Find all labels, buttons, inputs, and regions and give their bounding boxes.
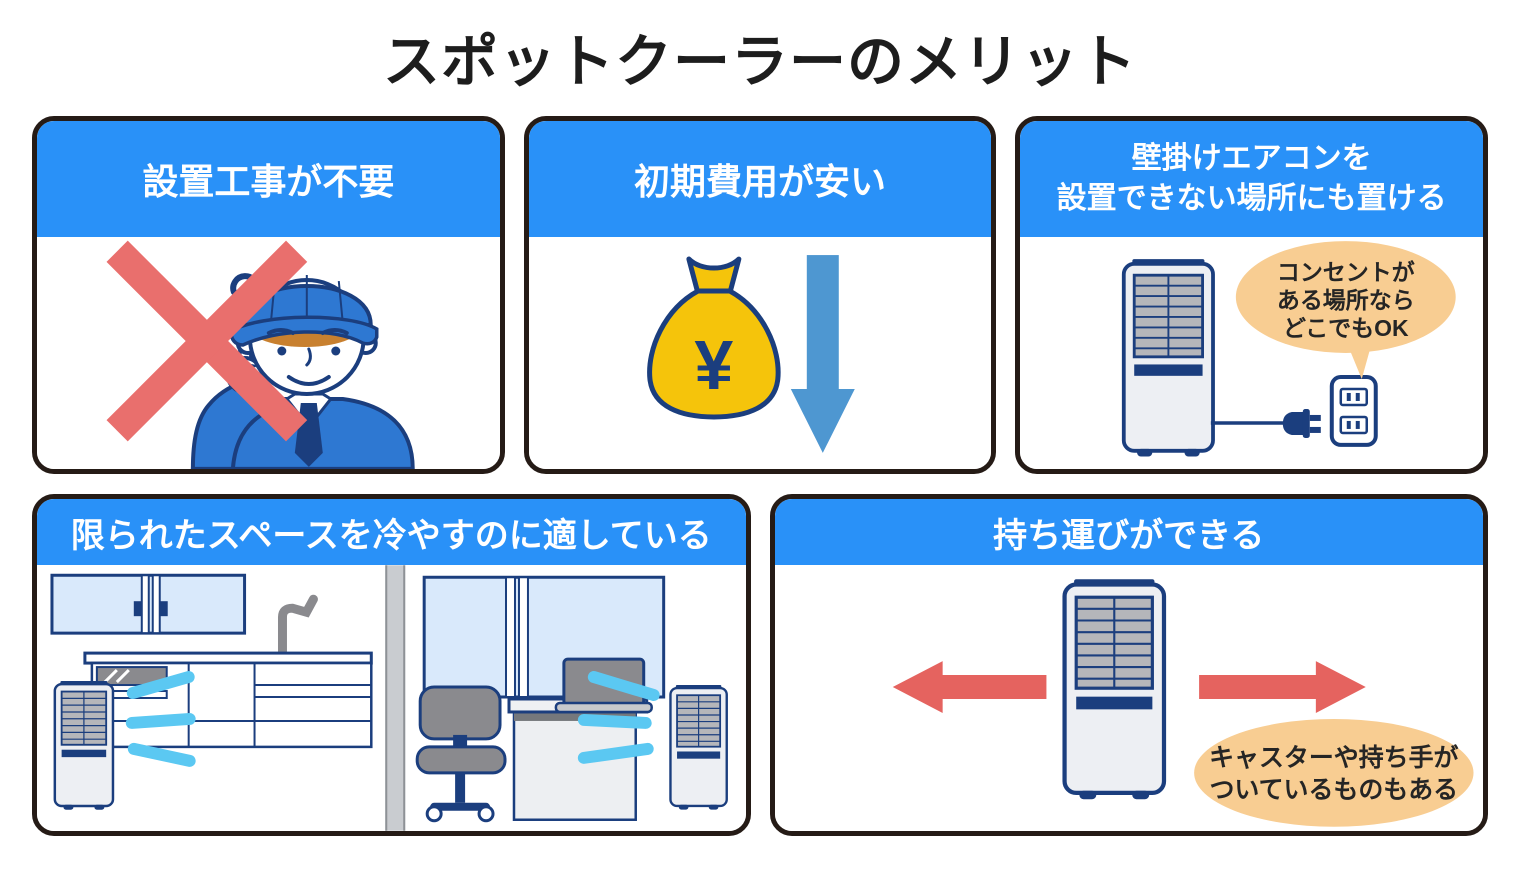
divider-wall: [385, 565, 406, 831]
outlet-icon: [1330, 374, 1379, 447]
portability-illustration: キャスターや持ち手が ついているものもある: [892, 565, 1474, 827]
worker-illustration: [106, 240, 415, 469]
card-title: 設置工事が不要: [37, 121, 500, 237]
card-title: 初期費用が安い: [528, 121, 992, 237]
spot-cooler-icon: [1064, 579, 1163, 799]
cards-container: 設置工事が不要: [0, 116, 1520, 836]
no-cross-icon: [106, 240, 308, 442]
card-low-initial-cost: 初期費用が安い ¥: [523, 116, 997, 474]
spot-cooler-icon: [1122, 257, 1216, 459]
card-title-line1: 壁掛けエアコンを: [1131, 141, 1372, 175]
top-row: 設置工事が不要: [32, 116, 1489, 474]
card-title-line2: 設置できない場所にも置ける: [1056, 182, 1447, 215]
faucet: [277, 594, 318, 658]
power-plug-icon: [1283, 408, 1322, 438]
card-body: ¥: [528, 237, 992, 469]
card-limited-space: 限られたスペースを冷やすのに適している: [32, 494, 751, 836]
outlet-illustration: コンセントが ある場所なら どこでもOK: [1122, 241, 1457, 459]
kitchen-scene: [50, 573, 373, 811]
card-place-anywhere: 壁掛けエアコンを 設置できない場所にも置ける: [1015, 116, 1489, 474]
bubble-line1: コンセントが: [1277, 259, 1415, 285]
cool-air-streams: [125, 671, 196, 767]
bottom-row: 限られたスペースを冷やすのに適している: [32, 494, 1488, 836]
spot-cooler-icon: [669, 683, 728, 811]
office-scene: [415, 575, 728, 823]
down-arrow-icon: [790, 255, 855, 453]
page-title: スポットクーラーのメリット: [383, 30, 1137, 94]
spaces-illustration: [50, 565, 728, 831]
left-arrow-icon: [892, 661, 1046, 713]
card-title: 壁掛けエアコンを 設置できない場所にも置ける: [1020, 121, 1484, 237]
card-body: [37, 237, 500, 469]
bubble-line1: キャスターや持ち手が: [1209, 743, 1458, 772]
card-body: キャスターや持ち手が ついているものもある: [774, 565, 1483, 831]
bubble-line2: ついているものもある: [1209, 776, 1458, 804]
card-portable: 持ち運びができる キャスターや持ち手が ついているものもある: [769, 494, 1488, 836]
right-arrow-icon: [1198, 661, 1366, 713]
card-body: コンセントが ある場所なら どこでもOK: [1020, 237, 1484, 469]
card-body: [37, 565, 746, 831]
card-title: 限られたスペースを冷やすのに適している: [37, 499, 746, 565]
speech-bubble: キャスターや持ち手が ついているものもある: [1193, 718, 1474, 827]
bubble-line2: ある場所なら: [1277, 287, 1415, 313]
cool-air-streams: [577, 671, 660, 764]
desk: [507, 697, 649, 821]
cap-brim: [229, 315, 379, 347]
card-no-installation: 設置工事が不要: [32, 116, 505, 474]
office-chair: [415, 685, 507, 823]
bubble-line3: どこでもOK: [1283, 315, 1409, 341]
spot-cooler-icon: [53, 679, 115, 811]
card-title: 持ち運びができる: [774, 499, 1483, 565]
counter-top: [83, 651, 373, 665]
speech-bubble: コンセントが ある場所なら どこでもOK: [1236, 241, 1457, 379]
yen-symbol: ¥: [694, 326, 733, 404]
money-bag-icon: ¥: [646, 256, 781, 420]
cost-illustration: ¥: [646, 255, 855, 453]
